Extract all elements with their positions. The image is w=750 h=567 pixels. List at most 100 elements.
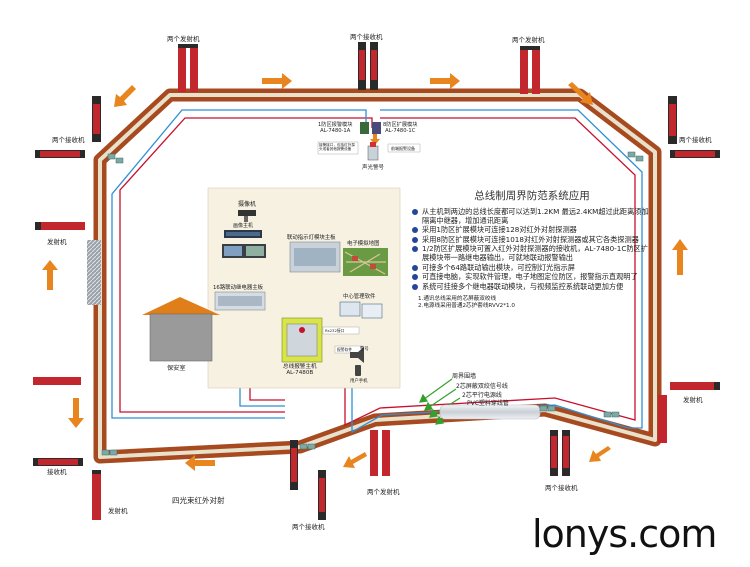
label-receiver-pair-bottom-mid: 两个接收机 bbox=[292, 523, 325, 531]
emitter-right-lower bbox=[658, 395, 667, 443]
label-video-host: 画像主机 bbox=[233, 223, 254, 229]
flow-arrows bbox=[42, 73, 688, 471]
strobe-siren-icon bbox=[367, 142, 379, 161]
label-camera: 摄像机 bbox=[238, 201, 257, 208]
label-receiver-left-lower: 接收机 bbox=[47, 468, 67, 476]
receiver-left-top bbox=[92, 96, 101, 142]
siren-icon bbox=[350, 347, 364, 363]
perimeter-wall bbox=[93, 88, 662, 464]
arrow-top-far-right bbox=[568, 82, 593, 105]
label-map-board: 电子模拟地图 bbox=[347, 241, 380, 247]
feature-item: 系统可挂接多个继电器联动模块，与视频监控系统联动更加方便 bbox=[412, 282, 652, 292]
label-emitter-pair-top-right: 两个发射机 bbox=[512, 36, 545, 44]
receiver-pair-top-mid bbox=[358, 42, 378, 90]
bullet-icon bbox=[412, 236, 418, 243]
label-four-beam: 四光束红外对射 bbox=[172, 496, 225, 505]
feature-item: 采用1防区扩展模块可连接128对红外对射探测器 bbox=[412, 225, 652, 235]
front-device-box-left bbox=[317, 141, 359, 155]
label-emitter-pair-top-left: 两个发射机 bbox=[167, 35, 200, 43]
feature-item: 可接多个64路联动输出模块，可控制灯光指示屏 bbox=[412, 263, 652, 273]
alarm-host bbox=[281, 317, 323, 363]
feature-item: 1/2防区扩展模块可置入红外对射探测器的接收机，AL-7480-1C防区扩展模块… bbox=[412, 245, 652, 262]
pc-label-box-left bbox=[322, 326, 360, 335]
arrow-left-diag bbox=[114, 85, 136, 107]
zone-module-1a bbox=[360, 122, 369, 134]
receiver-pair-bottom-mid bbox=[290, 440, 326, 520]
bullet-icon bbox=[412, 283, 418, 290]
arrow-bottom-right bbox=[589, 446, 611, 462]
arrow-top-right bbox=[430, 73, 460, 89]
emitter-left bbox=[35, 222, 85, 230]
label-mgmt-software: 中心管理软件 bbox=[343, 294, 376, 300]
label-emitter-pair-bottom: 两个发射机 bbox=[367, 488, 400, 496]
label-pc-right: 报警软件 bbox=[337, 347, 353, 352]
zone-module-1c bbox=[372, 122, 381, 134]
led-module-board bbox=[289, 241, 341, 273]
bullet-icon bbox=[412, 227, 418, 234]
arrow-right-up bbox=[672, 239, 688, 275]
label-guard-room: 保安室 bbox=[167, 365, 186, 372]
wall-hatch-segment bbox=[87, 240, 101, 305]
label-front-box-left: 接警接口，包括红外探头或者其他报警设备 bbox=[319, 143, 355, 152]
note-1: 1.通讯总线采用的芯屏蔽双绞线 bbox=[418, 296, 497, 303]
arrow-left-down2 bbox=[68, 398, 84, 428]
label-receiver-left: 两个接收机 bbox=[52, 136, 85, 144]
arrow-top-left bbox=[262, 73, 292, 89]
label-power-line: 2芯平行电源线 bbox=[462, 392, 502, 399]
label-shield-cable: 2芯屏蔽双绞信号线 bbox=[456, 383, 508, 390]
label-pvc-pipe: PVC塑料穿线管 bbox=[467, 400, 509, 407]
map-board-image bbox=[343, 248, 388, 276]
bullet-icon bbox=[412, 264, 418, 271]
emitter-pair-top-left bbox=[178, 44, 198, 92]
label-emitter-left: 发射机 bbox=[47, 238, 67, 246]
feature-item: 采用8防区扩展模块可连接1018对红外对射探测器或其它各类探测器 bbox=[412, 235, 652, 245]
label-emitter-bottom-left: 发射机 bbox=[108, 507, 128, 515]
emitter-bottom-left bbox=[92, 470, 101, 520]
monitor-icon bbox=[222, 244, 266, 258]
bullet-icon bbox=[412, 209, 418, 215]
front-device-box-right bbox=[387, 143, 421, 153]
receiver-right-top bbox=[668, 96, 677, 144]
bullet-icon bbox=[412, 246, 418, 253]
receiver-pair-right bbox=[670, 150, 720, 158]
receiver-pair-left bbox=[35, 150, 85, 158]
label-emitter-right: 发射机 bbox=[683, 396, 703, 404]
pvc-pipe bbox=[439, 404, 541, 420]
feature-item: 从主机到两边的总线长度都可以达到1.2KM 最远2.4KM超过此距离须加隔离中继… bbox=[412, 207, 652, 225]
guard-room bbox=[142, 297, 220, 362]
camera-icon bbox=[238, 210, 256, 222]
description-panel: 总线制周界防范系统应用 从主机到两边的总线长度都可以达到1.2KM 最远2.4K… bbox=[412, 188, 652, 310]
receiver-left-lower bbox=[33, 458, 83, 466]
emitter-left-lower bbox=[33, 377, 81, 385]
label-receiver-pair-bottom-right: 两个接收机 bbox=[545, 484, 578, 492]
label-led-board: 联动指示灯模块主板 bbox=[287, 235, 336, 241]
phone-icon bbox=[355, 365, 361, 376]
description-title: 总线制周界防范系统应用 bbox=[474, 190, 590, 202]
note-2: 2.电源线采用普通2芯护套线RVV2*1.0 bbox=[418, 303, 515, 310]
label-strobe-siren: 声光警号 bbox=[362, 165, 385, 171]
label-relay-board: 16路联动继电器主板 bbox=[213, 285, 263, 291]
feature-item: 可直接电脑，实现软件管理，电子地图定位防区，报警指示直观明了 bbox=[412, 272, 652, 282]
video-host bbox=[224, 230, 262, 238]
site-logo: lonys.com bbox=[532, 512, 717, 556]
arrow-left-down bbox=[42, 260, 58, 290]
label-siren: 警号 bbox=[360, 347, 369, 352]
emitter-pair-top-right bbox=[520, 46, 540, 94]
label-user-phone: 用户手机 bbox=[350, 379, 368, 384]
arrow-bottom-mid bbox=[343, 452, 367, 468]
label-front-box-right: 前端报警设备 bbox=[391, 146, 415, 151]
wall-module-connectors bbox=[101, 151, 644, 456]
feature-list: 从主机到两边的总线长度都可以达到1.2KM 最远2.4KM超过此距离须加隔离中继… bbox=[412, 207, 652, 292]
label-receiver-pair-top-mid: 两个接收机 bbox=[350, 33, 383, 41]
bullet-icon bbox=[412, 274, 418, 281]
emitter-right bbox=[670, 382, 720, 390]
label-pc-left: Rs232接口 bbox=[325, 328, 345, 333]
receiver-pair-bottom-right bbox=[550, 430, 570, 476]
label-receiver-right: 两个接收机 bbox=[679, 136, 712, 144]
pc-icon bbox=[339, 301, 383, 319]
emitter-pair-bottom bbox=[370, 430, 390, 476]
